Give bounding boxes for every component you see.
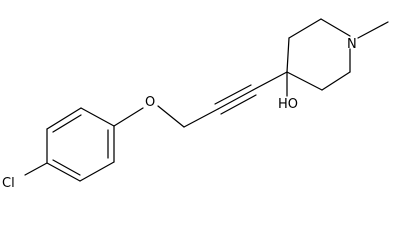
- chlorine-label: Cl: [2, 176, 15, 191]
- bond-pip-c5-c4: [286, 71, 323, 91]
- alkyne-linker: [183, 71, 288, 128]
- chlorophenyl-ring: [46, 107, 115, 182]
- bond-ring-inner-3: [52, 159, 81, 176]
- bond-alkyne-to-quaternary-carbon: [252, 71, 288, 91]
- bond-alkyne-triple-2: [214, 84, 252, 105]
- bond-pip-c6-c5: [321, 71, 351, 91]
- bond-pip-c4-c3: [286, 37, 290, 73]
- bond-pip-c2-n1: [320, 18, 351, 37]
- bond-alkyne-triple-3: [220, 94, 257, 115]
- ether-oxygen-label: O: [145, 95, 155, 110]
- ring-nitrogen-label: N: [347, 37, 357, 52]
- bond-ring-c5-c6: [79, 161, 115, 182]
- bond-alkyne-triple-1: [217, 89, 254, 110]
- bond-pip-c3-c2: [288, 18, 322, 39]
- chemical-structure-diagram: Cl O HO N: [2, 18, 389, 191]
- piperidine-ring: [286, 18, 351, 91]
- bond-ch2-to-alkyne: [183, 108, 219, 128]
- bond-ring-to-chlorine: [24, 162, 48, 176]
- bond-ring-to-ether-oxygen: [113, 107, 144, 127]
- bond-ring-c3-c4: [80, 107, 115, 127]
- hydroxyl-label: HO: [278, 97, 298, 112]
- bond-nitrogen-to-methyl: [357, 21, 389, 39]
- bond-ring-c2-c3: [46, 107, 82, 130]
- bond-oxygen-to-ch2: [157, 105, 185, 128]
- bond-ring-inner-1: [52, 114, 82, 133]
- bond-ring-c6-c1: [46, 162, 81, 182]
